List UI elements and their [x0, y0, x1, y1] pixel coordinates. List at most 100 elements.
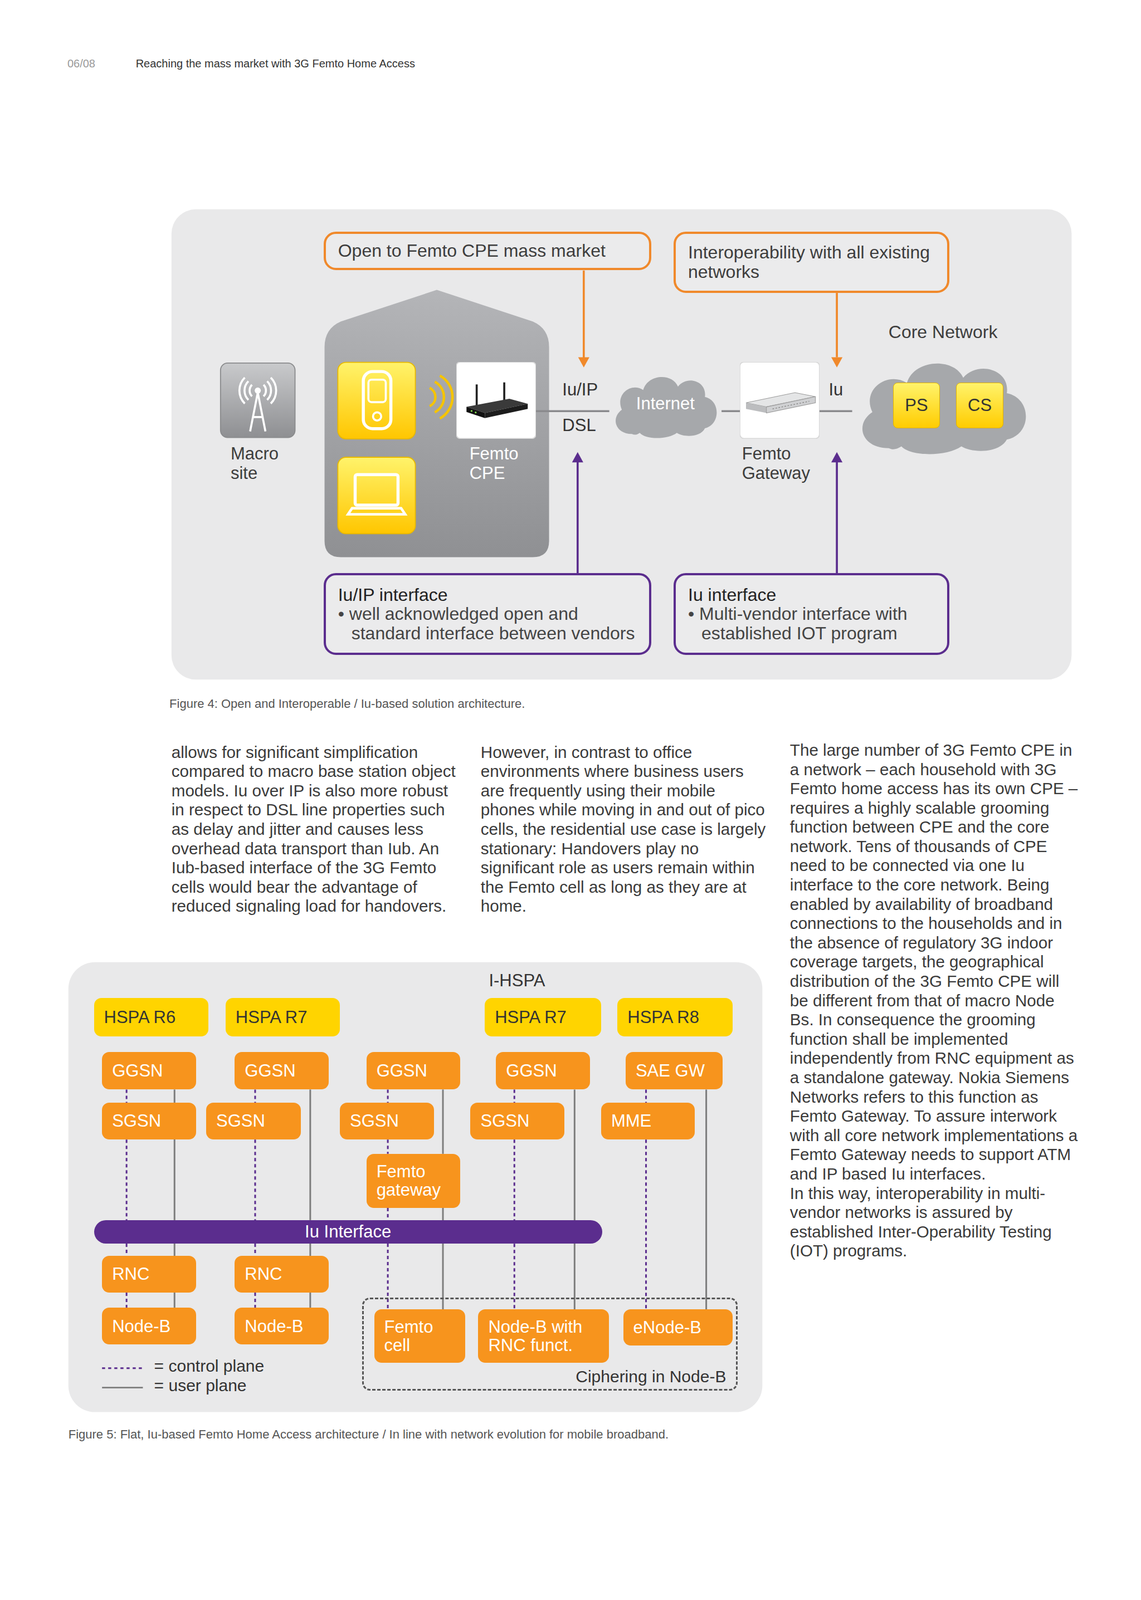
node-label: Iu/IP interface [338, 585, 637, 606]
network-element-box: SGSN [206, 1103, 301, 1140]
drawing-part [239, 377, 277, 404]
drawing-part [373, 412, 382, 421]
drawing-part [862, 363, 1026, 455]
node-label: eNode-B [633, 1318, 702, 1338]
node-label: MME [611, 1112, 652, 1131]
node-label: Iu Interface [304, 1222, 392, 1242]
node-label: Interoperability with all existing netwo… [688, 242, 935, 282]
drawing-part [572, 452, 584, 463]
network-element-box: Femto gateway [366, 1154, 461, 1209]
network-element-box: SGSN [470, 1103, 565, 1140]
figure-caption: Figure 5: Flat, Iu-based Femto Home Acce… [68, 1427, 669, 1443]
callout-box: Iu/IP interface• well acknowledged open … [323, 573, 652, 656]
network-domain-box: CS [956, 382, 1003, 429]
node-label: SGSN [480, 1112, 530, 1131]
network-element-box: GGSN [495, 1052, 590, 1091]
internet-cloud: Internet [609, 369, 723, 440]
control-plane-line [387, 1208, 389, 1221]
drawing-part [348, 508, 406, 515]
drawing-part [337, 457, 416, 534]
node-label: RNC [111, 1265, 150, 1284]
node-label: Ciphering in Node-B [575, 1367, 726, 1387]
node-label: GGSN [376, 1061, 428, 1081]
dashed-group: Ciphering in Node-BFemto cellNode-B with… [362, 1298, 738, 1392]
node-label: Femto gateway [376, 1162, 451, 1201]
network-element-box: RNC [234, 1256, 329, 1294]
page-number: 06/08 [67, 57, 96, 71]
control-plane-line [125, 1293, 128, 1309]
user-plane-line [573, 1089, 576, 1310]
legend-text: = user plane [154, 1376, 247, 1396]
drawing-part [337, 362, 416, 440]
node-label: Femto Gateway [739, 362, 820, 484]
legend-text: = control plane [154, 1357, 265, 1376]
drawing-part [470, 410, 473, 413]
legend-dashed-sample [101, 1367, 143, 1370]
figure-panel [171, 209, 1072, 680]
gateway-symbol [739, 362, 820, 439]
drawing-part [354, 474, 398, 506]
release-box: HSPA R8 [617, 998, 733, 1038]
node-label: GGSN [505, 1061, 557, 1081]
femto-cpe-device: Femto CPE [456, 362, 536, 487]
drawing-part [254, 387, 261, 394]
node-label: SGSN [216, 1112, 266, 1131]
drawing-part [368, 379, 386, 403]
node-label: Internet [636, 393, 695, 414]
drawing-part [745, 403, 767, 414]
cloud-shape [852, 352, 1035, 456]
network-element-box: GGSN [101, 1052, 197, 1091]
user-plane-line [442, 1089, 445, 1154]
node-label: SGSN [349, 1112, 399, 1131]
node-label: Node-B with RNC funct. [488, 1318, 599, 1356]
control-plane-line [387, 1089, 389, 1104]
control-plane-line [645, 1089, 647, 1104]
drawing-part [835, 461, 838, 574]
running-header: Reaching the mass market with 3G Femto H… [135, 57, 416, 71]
drawing-part [220, 363, 296, 438]
drawing-part [831, 452, 843, 463]
drawing-part [270, 377, 277, 404]
network-cloud: Core NetworkPS CS [852, 322, 1035, 456]
drawing-part [503, 382, 506, 402]
figure-panel [68, 962, 763, 1413]
node-label: HSPA R6 [104, 1008, 177, 1027]
drawing-part [576, 461, 579, 574]
node-label: HSPA R8 [627, 1008, 700, 1027]
node-label: GGSN [244, 1061, 296, 1081]
node-label: Macro site [219, 362, 302, 484]
node-label: GGSN [111, 1061, 163, 1081]
node-label: CS [967, 396, 992, 415]
drawing-part [266, 381, 271, 401]
node-label: PS [904, 396, 928, 415]
control-plane-line [125, 1244, 128, 1257]
node-label: RNC [244, 1265, 282, 1284]
node-label: Node-B [244, 1317, 304, 1336]
network-element-box: Node-B [234, 1308, 329, 1345]
network-domain-box: PS [893, 382, 940, 429]
node-label: HSPA R7 [235, 1008, 308, 1027]
network-element-box: MME [601, 1103, 696, 1140]
release-box: HSPA R6 [94, 998, 209, 1038]
femto-gateway-device: Femto Gateway [739, 362, 820, 487]
drawing-part [250, 392, 266, 432]
network-element-box: GGSN [366, 1052, 461, 1091]
node-label: Open to Femto CPE mass market [338, 241, 637, 261]
drawing-part [835, 293, 838, 358]
edge-label: Iu [828, 380, 843, 400]
release-box: HSPA R7 [484, 998, 602, 1038]
control-plane-line [387, 1139, 389, 1155]
control-plane-line [254, 1139, 256, 1221]
drawing-part [484, 403, 528, 419]
drawing-part [615, 377, 717, 439]
drawing-part [466, 407, 485, 419]
node-label: Core Network [852, 322, 1035, 343]
body-paragraph: allows for significant simplification co… [171, 743, 463, 917]
phone-icon [337, 362, 416, 440]
control-plane-line [387, 1244, 389, 1310]
node-label: SGSN [111, 1112, 162, 1131]
macro-site-icon: Macro site [219, 362, 302, 484]
network-element-box: eNode-B [623, 1309, 733, 1346]
